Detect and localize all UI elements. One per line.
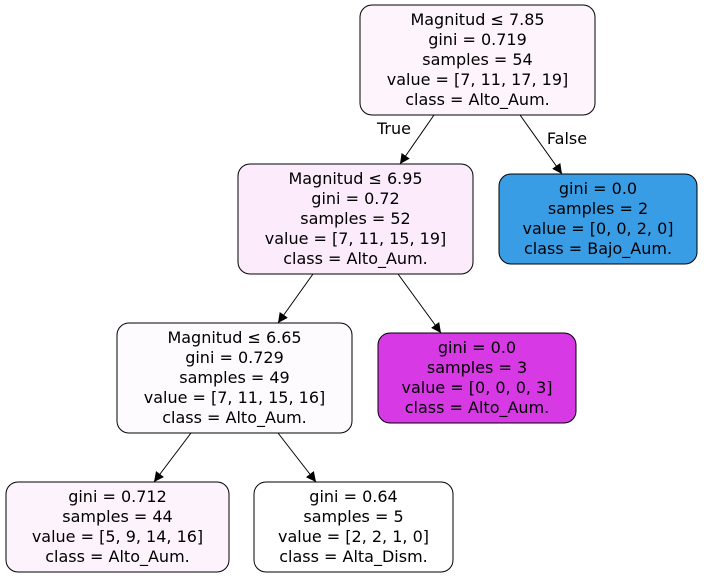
tree-node-box [5,481,230,573]
edge-n1-n4-line [397,273,442,334]
tree-node-line: value = [7, 11, 15, 19] [265,229,447,248]
edge-n1-n3-line [277,273,314,324]
tree-node-box [116,322,353,434]
tree-node-line: gini = 0.64 [309,487,397,506]
tree-node-line: Magnitud ≤ 6.95 [288,169,422,188]
tree-node-line: class = Alta_Dism. [279,547,428,567]
tree-node-line: class = Alto_Aum. [45,547,190,567]
tree-node-line: Magnitud ≤ 6.65 [167,328,301,347]
tree-node-line: value = [0, 0, 2, 0] [523,219,674,238]
tree-node-line: gini = 0.719 [428,30,527,49]
tree-node-line: samples = 3 [427,358,527,377]
tree-node-line: gini = 0.0 [438,338,516,357]
edge-n0-n1-line [399,114,435,165]
edge-n3-n5-line [153,432,192,483]
edge-n3-n5 [153,432,192,483]
tree-node-box [253,481,454,573]
tree-node-line: class = Alto_Aum. [405,398,550,418]
tree-node-line: samples = 49 [179,368,289,387]
tree-node-line: gini = 0.0 [559,179,637,198]
edge-n3-n6-line [277,432,317,483]
tree-node-line: value = [2, 2, 1, 0] [278,527,429,546]
tree-node-line: samples = 2 [548,199,648,218]
edge-label-true: True [376,119,411,138]
tree-node-line: samples = 44 [62,507,172,526]
tree-node-line: class = Alto_Aum. [162,408,307,428]
edge-n0-n1 [399,114,435,165]
tree-node-line: gini = 0.729 [185,348,284,367]
tree-node-line: value = [7, 11, 15, 16] [144,388,326,407]
tree-node-line: samples = 5 [303,507,403,526]
tree-node-line: samples = 52 [300,209,410,228]
tree-node-line: gini = 0.712 [68,487,167,506]
tree-node-line: value = [0, 0, 0, 3] [402,378,553,397]
tree-node-box [359,4,596,116]
tree-node-box [377,332,577,424]
tree-node-line: class = Bajo_Aum. [524,239,672,259]
tree-node-line: Magnitud ≤ 7.85 [410,10,544,29]
edge-label-false: False [547,129,587,148]
edge-n0-n2-line [519,114,563,175]
edge-n3-n6 [277,432,317,483]
tree-node-line: value = [5, 9, 14, 16] [32,527,203,546]
edge-n1-n3 [277,273,314,324]
tree-node-box [237,163,474,275]
edge-n0-n2 [519,114,563,175]
tree-node-box [498,173,698,265]
edge-n1-n4 [397,273,442,334]
tree-node-line: class = Alto_Aum. [283,249,428,269]
tree-node-line: value = [7, 11, 17, 19] [387,70,569,89]
tree-node-line: class = Alto_Aum. [405,90,550,110]
tree-node-line: samples = 54 [422,50,532,69]
tree-node-line: gini = 0.72 [311,189,399,208]
